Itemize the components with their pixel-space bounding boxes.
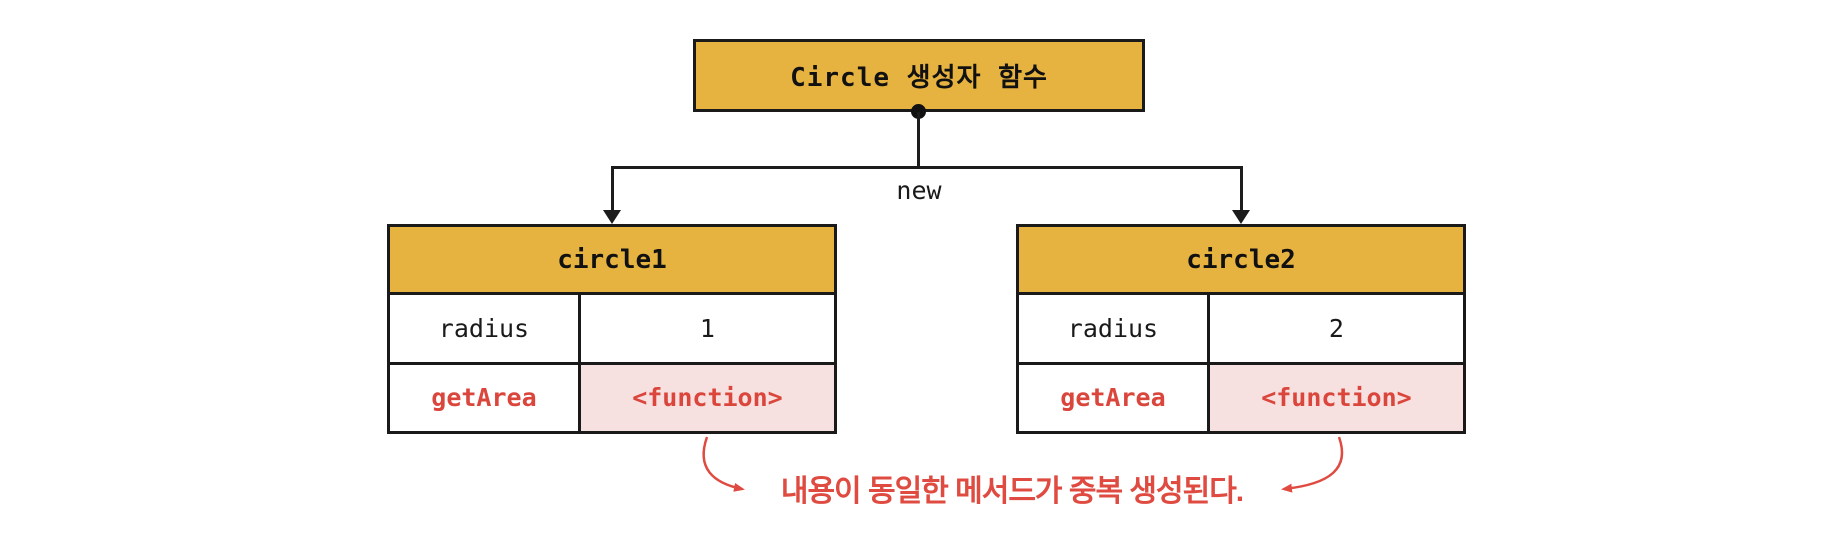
property-key-getarea: getArea — [390, 364, 581, 431]
red-curve-right — [1281, 436, 1344, 493]
property-value-radius: 1 — [699, 313, 715, 343]
property-value-function: <function> — [1209, 364, 1463, 431]
table-row: getArea <function> — [1019, 364, 1463, 431]
circle2-table: circle2 radius 2 getArea <function> — [1016, 224, 1466, 434]
circle1-table: circle1 radius 1 getArea <function> — [387, 224, 837, 434]
constructor-box-label: Circle 생성자 함수 — [790, 63, 1048, 93]
connector-line-drop-right — [1240, 166, 1243, 213]
new-operator-label: new — [896, 176, 942, 205]
arrowhead-down-right-icon — [1232, 210, 1250, 224]
property-value-radius: 2 — [1328, 313, 1344, 343]
arrowhead-down-left-icon — [603, 210, 621, 224]
duplication-annotation: 내용이 동일한 메서드가 중복 생성된다. — [780, 475, 1244, 508]
property-key-radius: radius — [1019, 295, 1210, 362]
property-key-radius: radius — [390, 295, 581, 362]
table-row: radius 2 — [1019, 295, 1463, 365]
table-row: radius 1 — [390, 295, 834, 365]
circle2-table-title: circle2 — [1019, 227, 1463, 295]
connector-line-vertical-center — [917, 112, 920, 168]
property-key-getarea: getArea — [1019, 364, 1210, 431]
connector-origin-dot — [911, 104, 926, 119]
circle1-table-title: circle1 — [390, 227, 834, 295]
connector-line-horizontal — [611, 166, 1243, 169]
property-value-function: <function> — [580, 364, 834, 431]
connector-line-drop-left — [611, 166, 614, 213]
table-row: getArea <function> — [390, 364, 834, 431]
red-curve-left — [702, 436, 745, 492]
constructor-box: Circle 생성자 함수 — [693, 39, 1145, 112]
